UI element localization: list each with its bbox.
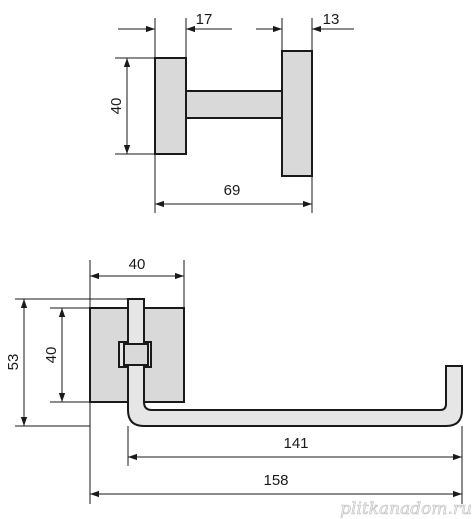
dim-158-label: 158 bbox=[263, 472, 288, 489]
side-end-post bbox=[281, 50, 313, 177]
dim-13-label: 13 bbox=[323, 11, 340, 28]
dim-40-front-h-label: 40 bbox=[129, 256, 146, 273]
dim-69-label: 69 bbox=[224, 182, 241, 199]
side-arm bbox=[185, 90, 283, 119]
front-l-bar bbox=[127, 298, 463, 427]
dim-17-label: 17 bbox=[196, 11, 213, 28]
front-view: 40 53 40 141 158 bbox=[5, 256, 463, 504]
front-clamp-face bbox=[123, 343, 149, 366]
dim-40-front-v-label: 40 bbox=[43, 347, 60, 364]
watermark: plitkanadom.ru bbox=[340, 499, 472, 519]
side-wall-plate bbox=[154, 57, 187, 155]
dim-40-side-label: 40 bbox=[108, 98, 125, 115]
side-view: 17 13 40 69 bbox=[108, 11, 354, 213]
dim-141-label: 141 bbox=[283, 435, 308, 452]
dim-53-label: 53 bbox=[5, 354, 22, 371]
